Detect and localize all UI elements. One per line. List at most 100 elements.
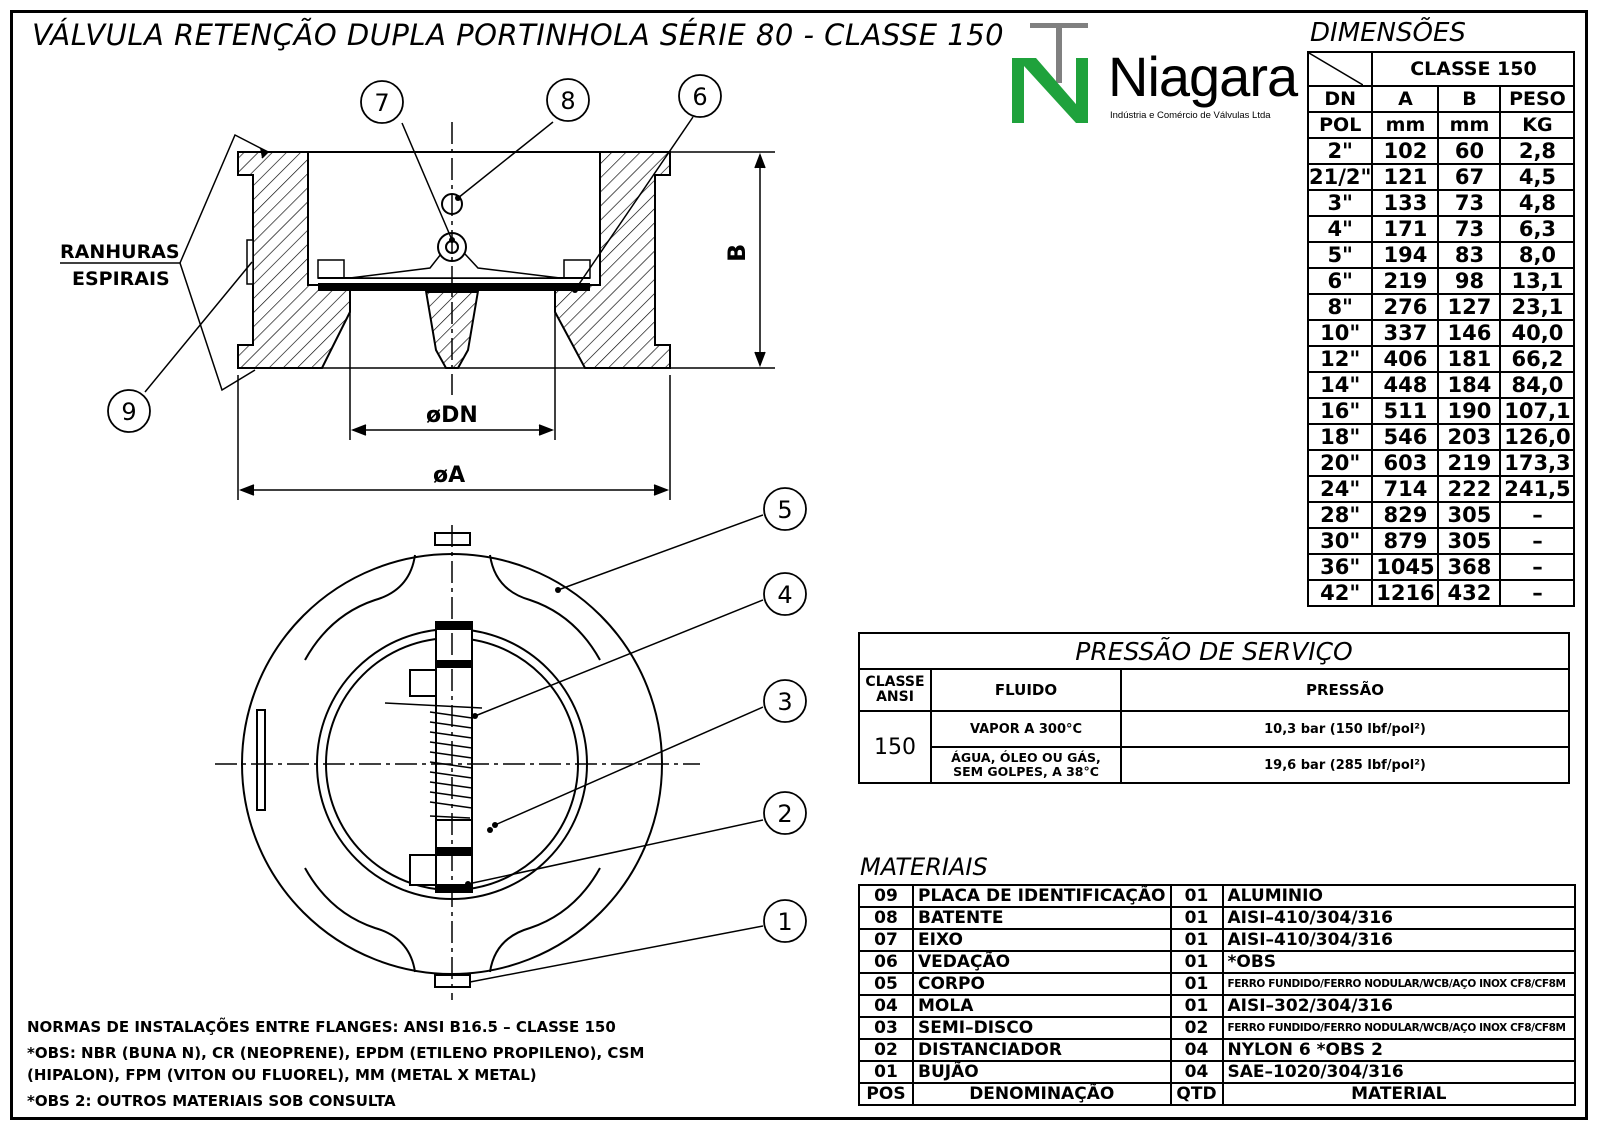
dim-cell-peso: – (1499, 527, 1576, 555)
dim-cell-b: 181 (1437, 345, 1502, 373)
pressao-value-2: 19,6 bar (285 lbf/pol²) (1120, 746, 1570, 784)
pressao-table: PRESSÃO DE SERVIÇO CLASSE ANSI FLUIDO PR… (858, 632, 1570, 784)
mat-cell-qtd: 01 (1169, 994, 1224, 1018)
dim-cell-peso: 23,1 (1499, 293, 1576, 321)
callout-3: 3 (763, 679, 807, 723)
mat-cell-denominacao: CORPO (912, 972, 1172, 996)
callout-9: 9 (107, 389, 151, 433)
dim-cell-b: 305 (1437, 527, 1502, 555)
dimension-lines (237, 151, 775, 500)
dim-cell-a: 194 (1371, 241, 1440, 269)
dim-cell-b: 67 (1437, 163, 1502, 191)
pressao-title: PRESSÃO DE SERVIÇO (858, 632, 1570, 670)
mat-cell-denominacao: VEDAÇÃO (912, 950, 1172, 974)
dim-unit-b: mm (1437, 111, 1502, 139)
dim-cell-peso: 40,0 (1499, 319, 1576, 347)
mat-cell-qtd: 01 (1169, 950, 1224, 974)
mat-cell-denominacao: SEMI–DISCO (912, 1016, 1172, 1040)
dim-b-label: B (723, 244, 751, 262)
dim-cell-b: 368 (1437, 553, 1502, 581)
mat-cell-denominacao: DISTANCIADOR (912, 1038, 1172, 1062)
dim-cell-b: 219 (1437, 449, 1502, 477)
logo-name: Niagara (1108, 45, 1298, 108)
callout-2: 2 (763, 791, 807, 835)
dim-cell-a: 133 (1371, 189, 1440, 217)
dim-cell-b: 203 (1437, 423, 1502, 451)
dim-cell-b: 146 (1437, 319, 1502, 347)
dimensoes-title: DIMENSÕES (1310, 18, 1466, 48)
pressao-fluido-2-l2: SEM GOLPES, A 38°C (953, 764, 1099, 779)
dim-cell-peso: 173,3 (1499, 449, 1576, 477)
dim-cell-dn: 24" (1306, 475, 1374, 503)
mat-cell-material: AISI–410/304/316 (1221, 928, 1576, 952)
dim-cell-a: 1216 (1371, 579, 1440, 607)
ranhuras-leaders (60, 133, 270, 392)
dimensoes-table: CLASSE 150 DN A B PESO POL mm mm KG 2"10… (1306, 51, 1576, 607)
dim-cell-a: 511 (1371, 397, 1440, 425)
dim-cell-dn: 30" (1306, 527, 1374, 555)
dim-cell-dn: 20" (1306, 449, 1374, 477)
dim-cell-dn: 12" (1306, 345, 1374, 373)
callout-6: 6 (678, 74, 722, 118)
ranhuras-label-line2: ESPIRAIS (72, 268, 170, 290)
svg-text:6: 6 (692, 83, 707, 111)
dim-cell-b: 184 (1437, 371, 1502, 399)
pressao-fluido-1: VAPOR A 300°C (930, 710, 1122, 748)
mat-cell-denominacao: PLACA DE IDENTIFICAÇÃO (912, 884, 1172, 908)
mat-cell-material: NYLON 6 *OBS 2 (1221, 1038, 1576, 1062)
mat-cell-material: AISI–410/304/316 (1221, 906, 1576, 930)
dim-cell-peso: 84,0 (1499, 371, 1576, 399)
dim-cell-dn: 8" (1306, 293, 1374, 321)
mat-cell-pos: 01 (858, 1060, 914, 1084)
dim-cell-a: 276 (1371, 293, 1440, 321)
dim-cell-dn: 14" (1306, 371, 1374, 399)
dim-cell-b: 60 (1437, 137, 1502, 165)
mat-cell-qtd: 02 (1169, 1016, 1224, 1040)
logo-subtitle: Indústria e Comércio de Válvulas Ltda (1110, 110, 1271, 121)
note-obs-l2: (HIPALON), FPM (VITON OU FLUOREL), MM (M… (27, 1066, 537, 1084)
mat-cell-qtd: 01 (1169, 972, 1224, 996)
dim-cell-dn: 18" (1306, 423, 1374, 451)
svg-text:7: 7 (374, 89, 389, 117)
dim-cell-b: 432 (1437, 579, 1502, 607)
dim-cell-peso: – (1499, 501, 1576, 529)
mat-cell-material: FERRO FUNDIDO/FERRO NODULAR/WCB/AÇO INOX… (1221, 972, 1576, 996)
pressao-header-pressao: PRESSÃO (1120, 668, 1570, 712)
dim-cell-a: 219 (1371, 267, 1440, 295)
svg-text:2: 2 (777, 800, 792, 828)
svg-text:8: 8 (560, 87, 575, 115)
mat-cell-material: AISI–302/304/316 (1221, 994, 1576, 1018)
dim-header-a: A (1371, 85, 1440, 113)
pressao-fluido-2: ÁGUA, ÓLEO OU GÁS, SEM GOLPES, A 38°C (930, 746, 1122, 784)
pressao-value-1: 10,3 bar (150 lbf/pol²) (1120, 710, 1570, 748)
mat-cell-pos: 07 (858, 928, 914, 952)
dim-a-label: øA (433, 463, 465, 488)
mat-cell-pos: 02 (858, 1038, 914, 1062)
mat-cell-pos: 08 (858, 906, 914, 930)
dim-cell-peso: 13,1 (1499, 267, 1576, 295)
drawing-frame (10, 10, 1588, 1120)
dim-cell-peso: 241,5 (1499, 475, 1576, 503)
dim-cell-dn: 21/2" (1306, 163, 1374, 191)
svg-text:4: 4 (777, 581, 792, 609)
dim-cell-peso: 4,5 (1499, 163, 1576, 191)
dim-cell-a: 102 (1371, 137, 1440, 165)
pressao-fluido-2-l1: ÁGUA, ÓLEO OU GÁS, (951, 750, 1101, 765)
